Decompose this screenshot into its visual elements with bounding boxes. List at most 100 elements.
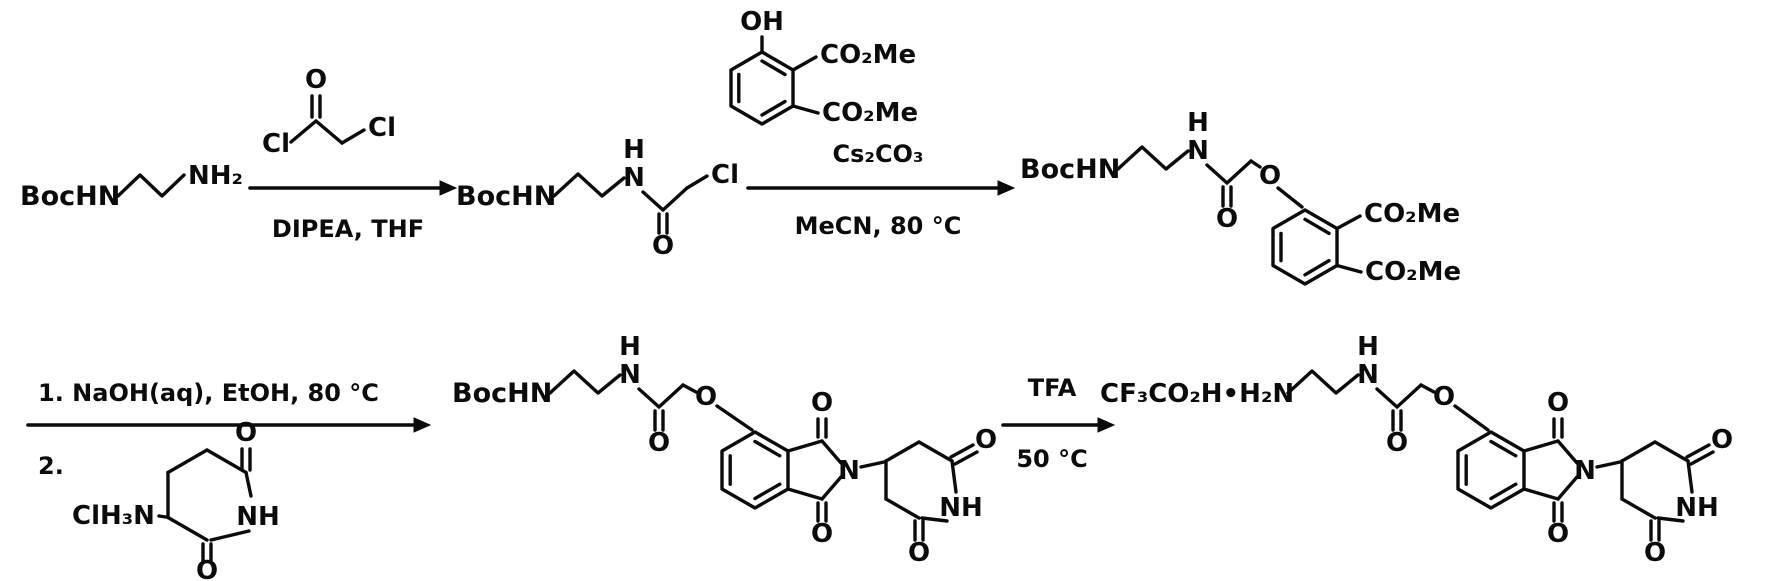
molecule-tfa-salt-conjugate: CF₃CO₂H•H₂N H N O O N O O NH bbox=[1100, 332, 1733, 568]
ring-bond bbox=[917, 440, 954, 463]
ring-bond bbox=[205, 448, 248, 475]
ring-bond bbox=[1556, 439, 1579, 465]
bond bbox=[340, 128, 366, 145]
molecule-boc-ethylenediamine: BocHN NH₂ bbox=[20, 161, 243, 212]
amide-h-label: H bbox=[619, 332, 641, 362]
bond bbox=[1286, 369, 1360, 395]
oxygen-label: O bbox=[305, 65, 327, 95]
bond bbox=[552, 172, 626, 198]
bond bbox=[685, 174, 709, 190]
bond bbox=[1249, 159, 1262, 169]
reagent-chloroacetyl-chloride: Cl O Cl bbox=[262, 65, 396, 159]
reaction-arrow-1: DIPEA, THF bbox=[248, 180, 458, 243]
bond bbox=[1335, 214, 1362, 231]
ring-bond bbox=[820, 475, 843, 501]
ester-label: CO₂Me bbox=[822, 98, 918, 128]
bond bbox=[1395, 383, 1423, 409]
ring-bond bbox=[166, 448, 209, 475]
oxygen-label: O bbox=[1711, 425, 1733, 455]
bond bbox=[1453, 404, 1490, 432]
amide-h-label: H bbox=[1187, 108, 1209, 138]
bond bbox=[1116, 145, 1190, 171]
reagent-label: Cs₂CO₃ bbox=[833, 140, 924, 168]
amide-h-label: H bbox=[1357, 332, 1379, 362]
aromatic-inner-bond bbox=[760, 99, 787, 117]
glutarimide-nh-label: NH bbox=[1675, 493, 1719, 523]
nh-label: NH bbox=[236, 502, 280, 532]
ring-bond bbox=[1620, 497, 1657, 520]
reaction-arrow-3: 1. NaOH(aq), EtOH, 80 °C 2. bbox=[26, 379, 432, 480]
ring-bond bbox=[884, 440, 921, 463]
amide-n-label: N bbox=[623, 163, 645, 193]
ring-bond bbox=[1653, 440, 1690, 463]
bond bbox=[1595, 460, 1622, 469]
cl-label: Cl bbox=[368, 113, 396, 143]
oxygen-label: O bbox=[1644, 538, 1666, 568]
amide-n-label: N bbox=[619, 360, 641, 390]
amine-label: NH₂ bbox=[188, 161, 243, 191]
ring-bond bbox=[786, 439, 824, 453]
reagent-hydroxyphthalate: OH CO₂Me CO₂Me bbox=[729, 7, 918, 128]
aromatic-inner-bond bbox=[1303, 258, 1331, 277]
ether-o-label: O bbox=[1433, 382, 1455, 412]
ammonium-label: ClH₃N bbox=[72, 501, 155, 531]
ring-bond bbox=[920, 516, 949, 523]
ring-bond bbox=[1686, 459, 1694, 494]
aromatic-inner-bond bbox=[760, 59, 787, 77]
reaction-arrow-2: Cs₂CO₃ MeCN, 80 °C bbox=[746, 140, 1016, 240]
ester-label: CO₂Me bbox=[820, 40, 916, 70]
double-bond bbox=[949, 443, 975, 459]
oxygen-label: O bbox=[1547, 519, 1569, 549]
boc-label: BocHN bbox=[456, 181, 556, 212]
oxygen-label: O bbox=[1547, 388, 1569, 418]
bond bbox=[1205, 163, 1229, 185]
bond bbox=[1225, 159, 1253, 185]
bond bbox=[859, 460, 886, 469]
cl-label: Cl bbox=[711, 160, 739, 190]
ring-bond bbox=[1656, 516, 1685, 523]
ring-bond bbox=[1522, 487, 1560, 501]
reagent-label: TFA bbox=[1028, 374, 1077, 402]
aromatic-inner-bond bbox=[753, 439, 782, 458]
oxygen-label: O bbox=[1216, 204, 1238, 234]
oxygen-label: O bbox=[975, 425, 997, 455]
ether-o-label: O bbox=[695, 382, 717, 412]
amide-n-label: N bbox=[1187, 136, 1209, 166]
glutarimide-nh-label: NH bbox=[939, 493, 983, 523]
bond bbox=[715, 404, 754, 432]
oxygen-label: O bbox=[235, 418, 257, 448]
bond bbox=[791, 104, 820, 115]
bond bbox=[1335, 263, 1363, 274]
conditions-label: DIPEA, THF bbox=[272, 215, 424, 243]
oh-label: OH bbox=[740, 7, 784, 37]
reagent-aminoglutarimide-hcl: ClH₃N NH O O bbox=[72, 418, 280, 581]
ester-label: CO₂Me bbox=[1365, 257, 1461, 287]
arrowhead bbox=[413, 417, 432, 433]
imide-n-label: N bbox=[1574, 456, 1596, 486]
cl-label: Cl bbox=[262, 129, 290, 159]
boc-label: BocHN bbox=[1020, 154, 1120, 185]
bond bbox=[157, 514, 168, 519]
bond bbox=[1419, 383, 1436, 394]
amide-n-label: N bbox=[1357, 360, 1379, 390]
bond bbox=[657, 383, 685, 409]
arrowhead bbox=[1097, 417, 1116, 433]
ring-bond bbox=[166, 515, 209, 542]
step2-label: 2. bbox=[38, 452, 64, 480]
step1-conditions-label: 1. NaOH(aq), EtOH, 80 °C bbox=[38, 379, 379, 407]
oxygen-label: O bbox=[811, 519, 833, 549]
oxygen-label: O bbox=[648, 428, 670, 458]
oxygen-label: O bbox=[652, 231, 674, 261]
reaction-arrow-4: TFA 50 °C bbox=[1001, 374, 1116, 473]
ring-bond bbox=[1522, 439, 1560, 453]
ester-label: CO₂Me bbox=[1364, 199, 1460, 229]
molecule-chloroacetamide: BocHN H N O Cl bbox=[456, 135, 739, 261]
molecule-boc-thalidomide-conjugate: BocHN H N O O N O O NH O bbox=[452, 332, 997, 568]
boc-label: BocHN bbox=[20, 181, 120, 212]
bond bbox=[681, 383, 698, 394]
ring-bond bbox=[786, 487, 824, 501]
conditions-label: MeCN, 80 °C bbox=[795, 212, 962, 240]
ether-o-label: O bbox=[1259, 161, 1281, 191]
arrowhead bbox=[997, 180, 1016, 196]
